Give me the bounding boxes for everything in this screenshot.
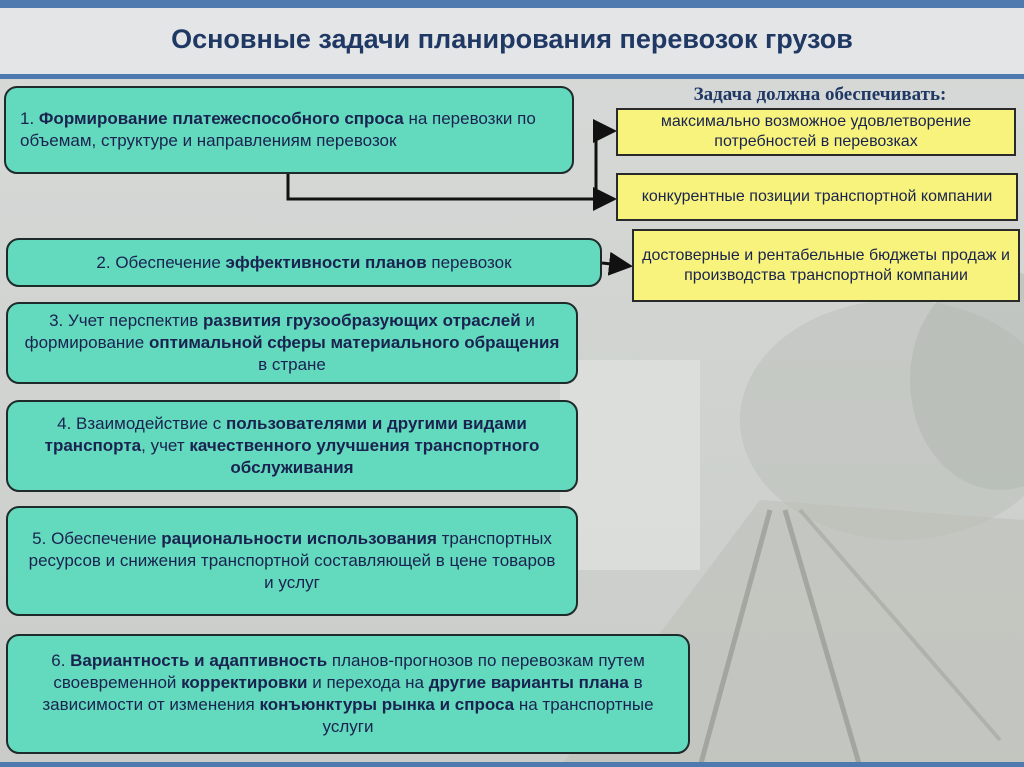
- task-bold-text: Формирование платежеспособного спроса: [38, 109, 404, 128]
- task-box-5: 5. Обеспечение рациональности использова…: [6, 506, 578, 616]
- results-heading: Задача должна обеспечивать:: [693, 84, 947, 105]
- result-text: максимально возможное удовлетворение пот…: [660, 113, 972, 150]
- task-bold-text: конъюнктуры рынка и спроса: [259, 695, 515, 714]
- task-number: 2.: [96, 252, 111, 272]
- task-bold-text: Вариантность и адаптивность: [65, 651, 328, 670]
- task-bold-text: оптимальной сферы материального обращени…: [148, 333, 560, 352]
- task-text: перевозок: [426, 252, 512, 272]
- task-text-4: 4. Взаимодействие с пользователями и дру…: [22, 413, 562, 479]
- task-box-2: 2. Обеспечение эффективности планов пере…: [6, 238, 602, 287]
- task-text: и формирование: [24, 311, 535, 352]
- task-bold-text: качественного улучшения транспортного об…: [189, 436, 540, 477]
- task-text: в зависимости от изменения: [42, 673, 643, 714]
- task-text-5: 5. Обеспечение рациональности использова…: [22, 528, 562, 594]
- task-text: транспортных ресурсов и снижения транспо…: [28, 529, 556, 592]
- task-bold-text: корректировки: [181, 673, 308, 692]
- top-accent-bar: [0, 0, 1024, 8]
- task-number: 6.: [51, 651, 66, 670]
- task-number: 3.: [49, 311, 64, 330]
- task-text: в стране: [258, 355, 326, 374]
- task-text-3: 3. Учет перспектив развития грузообразую…: [22, 310, 562, 376]
- task-text: Учет перспектив: [63, 311, 203, 330]
- task-text: и перехода на: [307, 673, 429, 692]
- task-text: Взаимодействие с: [71, 414, 226, 433]
- task-box-1: 1. Формирование платежеспособного спроса…: [4, 86, 574, 174]
- page-title: Основные задачи планирования перевозок г…: [171, 24, 853, 54]
- task-text: на перевозки по объемам, структуре и нап…: [20, 109, 536, 150]
- task-bold-text: другие варианты плана: [428, 673, 629, 692]
- bottom-accent-bar: [0, 762, 1024, 767]
- task-box-6: 6. Вариантность и адаптивность планов-пр…: [6, 634, 690, 754]
- result-box-2: конкурентные позиции транспортной компан…: [616, 173, 1018, 221]
- task-text: на транспортные услуги: [322, 695, 654, 736]
- task-bold-text: рациональности использования: [161, 529, 437, 548]
- task-bold-text: развития грузообразующих отраслей: [203, 311, 521, 330]
- task-text-2: 2. Обеспечение эффективности планов пере…: [96, 252, 511, 274]
- task-text-6: 6. Вариантность и адаптивность планов-пр…: [22, 650, 674, 738]
- task-bold-text: пользователями и другими видами транспор…: [44, 414, 527, 455]
- connector-task1-trunk: [286, 172, 596, 201]
- task-box-4: 4. Взаимодействие с пользователями и дру…: [6, 400, 578, 492]
- task-text: планов-прогнозов по перевозкам путем сво…: [53, 651, 645, 692]
- connector-task2-to-result3: [601, 251, 633, 276]
- task-text-1: 1. Формирование платежеспособного спроса…: [20, 108, 558, 152]
- task-bold-text: эффективности планов: [225, 252, 427, 272]
- header-band: [0, 8, 1024, 75]
- task-text: , учет: [141, 436, 190, 455]
- connector-task1-to-result1: [593, 119, 617, 199]
- result-box-1: максимально возможное удовлетворение пот…: [616, 108, 1016, 156]
- task-text: Обеспечение: [110, 252, 226, 272]
- task-text: Обеспечение: [46, 529, 162, 548]
- task-number: 4.: [57, 414, 72, 433]
- result-text: конкурентные позиции транспортной компан…: [641, 188, 993, 205]
- result-text: достоверные и рентабельные бюджеты прода…: [642, 246, 1010, 284]
- task-box-3: 3. Учет перспектив развития грузообразую…: [6, 302, 578, 384]
- result-box-3: достоверные и рентабельные бюджеты прода…: [632, 229, 1020, 302]
- header-underline: [0, 74, 1024, 79]
- task-number: 5.: [32, 529, 47, 548]
- task-number: 1.: [20, 109, 35, 128]
